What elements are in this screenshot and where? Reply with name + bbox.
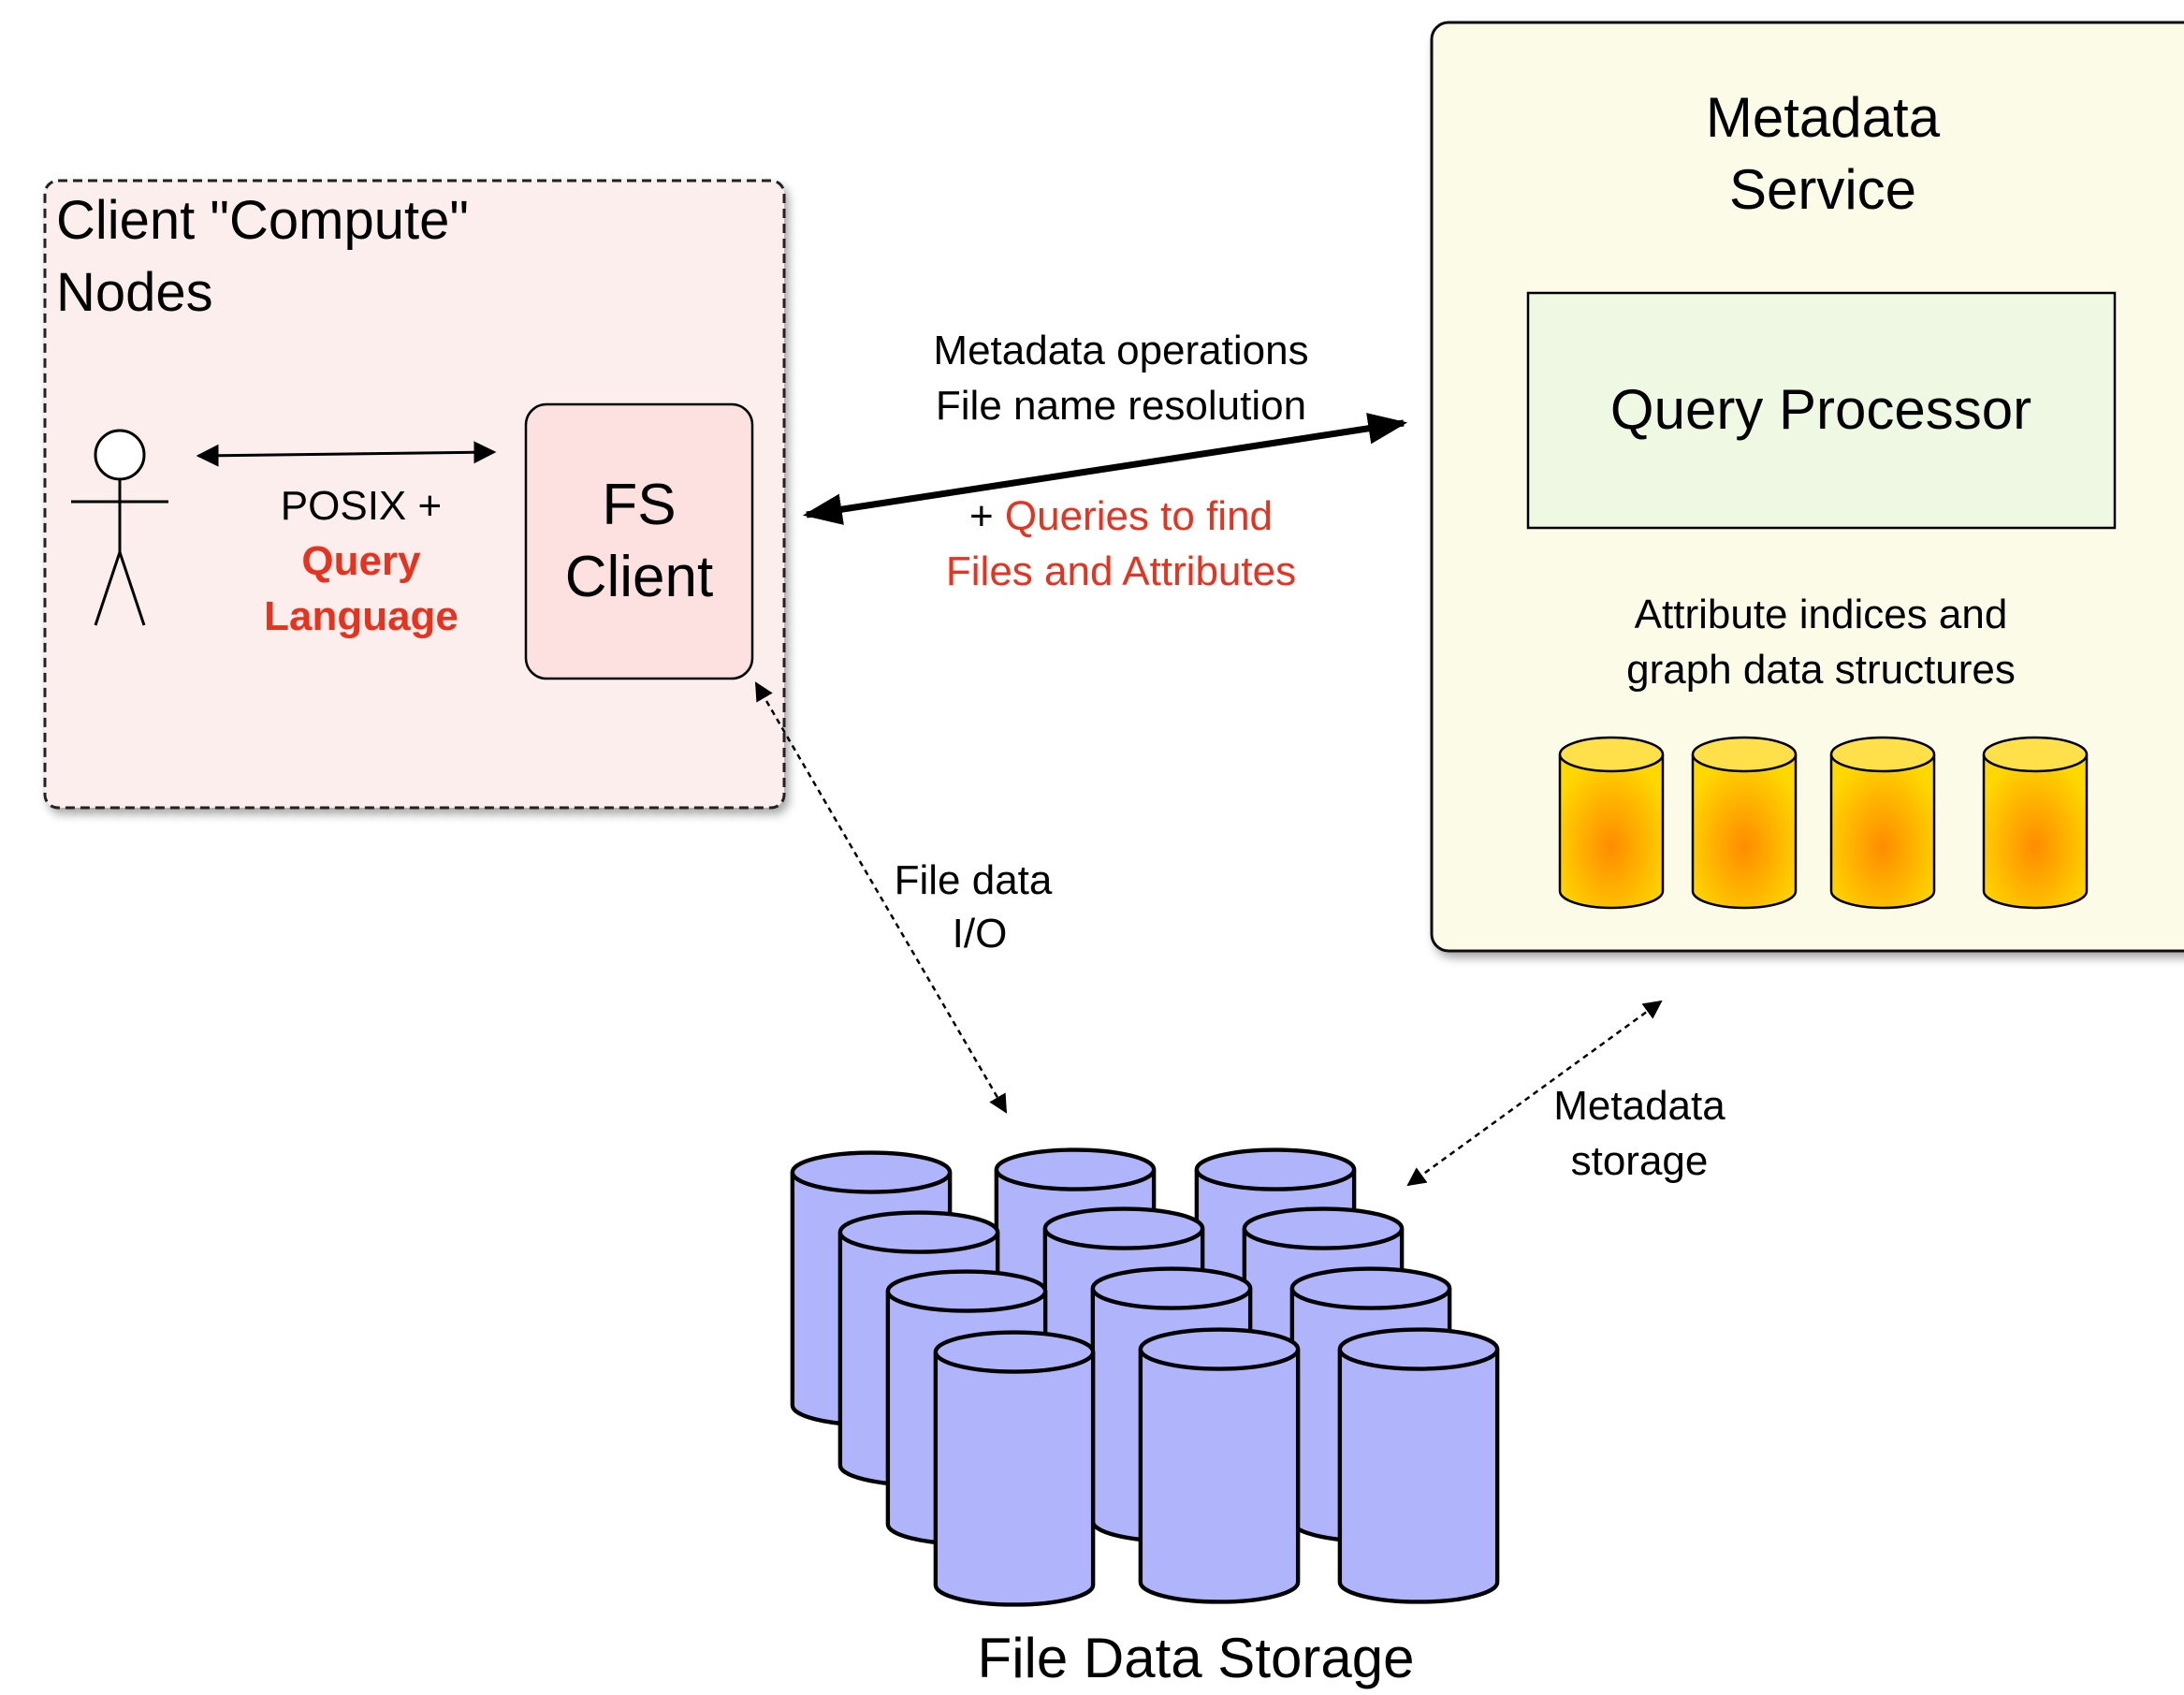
metadata-service-title: Metadata — [1706, 86, 1941, 149]
posix-label: POSIX + — [281, 483, 442, 529]
fs-client-label-2: Client — [565, 545, 714, 609]
client-nodes-title-2: Nodes — [56, 262, 213, 323]
database-cylinder-icon — [1982, 736, 2089, 910]
metadata-operations-arrow — [802, 413, 1408, 525]
indices-label: Attribute indices and — [1635, 592, 2008, 637]
stick-figure-icon — [71, 429, 168, 626]
database-cylinder-icon — [1340, 1330, 1497, 1602]
index-databases — [1558, 736, 2089, 910]
metadata-service-panel: Metadata Service Query Processor Attribu… — [1430, 21, 2184, 953]
metadata-storage-arrow — [1406, 1000, 1663, 1187]
metadata-storage-label-2: storage — [1571, 1138, 1709, 1184]
fs-client-label: FS — [602, 473, 676, 537]
metadata-service-title-2: Service — [1729, 158, 1916, 221]
query-processor-label: Query Processor — [1610, 378, 2031, 441]
metadata-ops-label-2: File name resolution — [936, 383, 1306, 429]
client-nodes-panel: Client "Compute" Nodes POSIX + Query Lan… — [43, 179, 786, 810]
metadata-storage-label: Metadata — [1553, 1083, 1725, 1129]
file-data-io-label: File data — [895, 857, 1053, 903]
queries-prefix: + — [969, 493, 1005, 539]
file-data-io-arrow — [754, 681, 1008, 1114]
query-language-label: Query — [301, 538, 421, 584]
database-cylinder-icon — [1691, 736, 1798, 910]
database-cylinder-icon — [936, 1333, 1093, 1605]
query-processor-box: Query Processor — [1526, 291, 2117, 530]
database-cylinder-icon — [1558, 736, 1665, 910]
file-data-io-label-2: I/O — [953, 911, 1008, 957]
user-fs-client-arrow — [196, 441, 497, 467]
fs-client-box: FS Client — [524, 402, 754, 680]
database-cylinder-icon — [1141, 1330, 1298, 1602]
metadata-ops-label: Metadata operations — [933, 328, 1308, 373]
file-data-storage-label: File Data Storage — [978, 1627, 1415, 1689]
query-language-label-2: Language — [264, 593, 459, 639]
database-cylinder-icon — [1829, 736, 1936, 910]
indices-label-2: graph data structures — [1626, 647, 2016, 693]
file-data-storage — [793, 1150, 1497, 1605]
client-nodes-title: Client "Compute" — [56, 190, 469, 251]
queries-label-red: Queries to find — [1005, 493, 1273, 539]
queries-label-2: Files and Attributes — [946, 548, 1296, 594]
queries-label: + Queries to find — [969, 493, 1273, 539]
